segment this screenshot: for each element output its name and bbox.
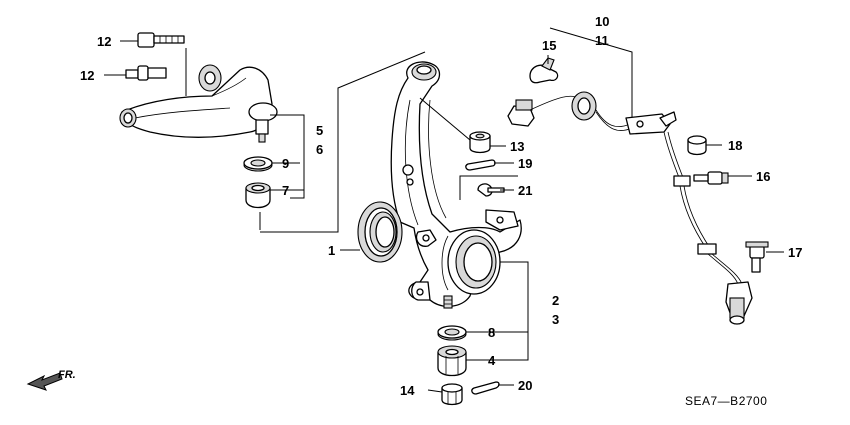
callout-17: 17 [788,245,802,260]
callout-20: 20 [518,378,532,393]
callout-16: 16 [756,169,770,184]
nut-18 [687,135,707,156]
boot-7 [245,182,271,209]
callout-10: 10 [595,14,609,29]
cotter-pin-20 [471,381,500,395]
callout-2: 2 [552,293,559,308]
nut-13 [469,131,491,154]
callout-8: 8 [488,325,495,340]
callout-12b: 12 [80,68,94,83]
callout-1: 1 [328,243,335,258]
callout-4: 4 [488,353,496,368]
front-direction-arrow-icon [26,372,63,391]
upper-control-arm [119,64,278,143]
callout-21: 21 [518,183,532,198]
clip-15 [529,57,559,84]
callout-15: 15 [542,38,556,53]
callout-6: 6 [316,142,323,157]
cotter-pin-19 [465,159,496,171]
callout-18: 18 [728,138,742,153]
seal-9 [243,156,273,172]
dust-seal-1 [357,201,403,263]
callout-19: 19 [518,156,532,171]
bolt-16 [693,171,729,185]
callout-3: 3 [552,312,559,327]
callout-9: 9 [282,156,289,171]
boot-4 [437,345,467,377]
clip-21 [477,183,505,197]
bolt-upper-12b [125,65,167,81]
steering-knuckle [390,61,522,309]
bolt-upper-12a [137,32,185,48]
callout-5: 5 [316,123,323,138]
callout-11: 11 [595,33,609,48]
direction-label: FR. [58,369,76,381]
seal-8 [437,325,467,341]
diagram-code: SEA7—B2700 [685,394,767,408]
callout-7: 7 [282,183,289,198]
castle-nut-14 [441,383,463,406]
callout-14: 14 [400,383,415,398]
abs-harness [507,91,753,325]
bolt-17 [745,241,769,273]
callout-13: 13 [510,139,524,154]
callout-12a: 12 [97,34,111,49]
